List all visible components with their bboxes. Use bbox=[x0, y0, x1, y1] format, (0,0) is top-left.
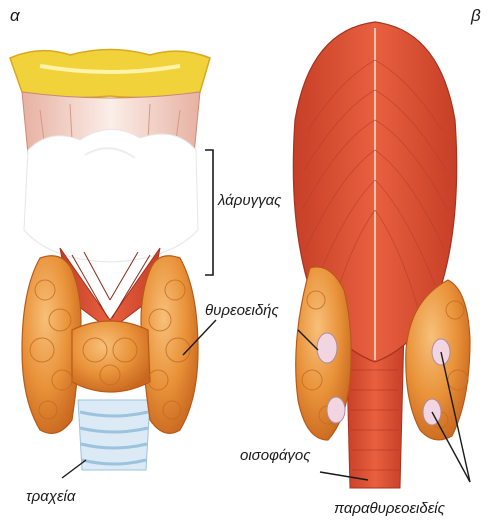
larynx-label: λάρυγγας bbox=[218, 192, 281, 209]
thyroid-label: θυρεοειδής bbox=[205, 302, 279, 319]
thyroid-right-lobe bbox=[141, 256, 198, 434]
parathyroids-label: παραθυρεοειδείς bbox=[334, 500, 445, 517]
larynx-bracket bbox=[205, 150, 213, 275]
panel-b-illustration bbox=[293, 22, 470, 488]
panel-b-letter: β bbox=[471, 6, 481, 26]
larynx-body bbox=[24, 129, 198, 262]
panel-a-letter: α bbox=[10, 6, 20, 26]
thyroid-isthmus bbox=[72, 321, 150, 392]
trachea-label: τραχεία bbox=[26, 488, 75, 505]
esophagus-label: οισοφάγος bbox=[240, 447, 311, 464]
trachea bbox=[78, 400, 150, 470]
parathyroid-lower-left bbox=[327, 397, 345, 423]
parathyroid-upper-left bbox=[317, 333, 337, 363]
panel-a-illustration bbox=[10, 50, 216, 479]
